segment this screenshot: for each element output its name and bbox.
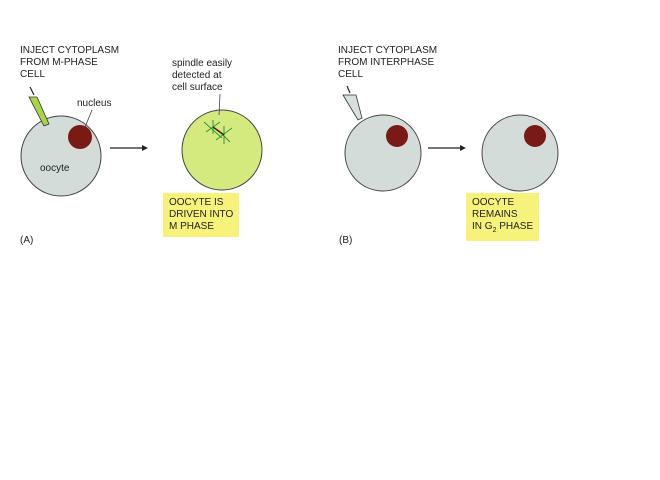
spindle-leader <box>218 93 221 116</box>
arrow-a-head <box>142 145 148 151</box>
nucleus-leader <box>84 109 93 128</box>
nucleus-b-before <box>386 125 408 147</box>
nucleus-label: nucleus <box>77 98 112 109</box>
pipette-b <box>342 94 363 121</box>
inject-arrow-a <box>29 86 35 96</box>
inject-arrow-b <box>346 85 351 94</box>
spindle-label: spindle easily detected at cell surface <box>172 58 233 93</box>
result-b-text-end: PHASE <box>496 221 534 232</box>
pipette-a <box>28 96 50 127</box>
inject-label-a: INJECT CYTOPLASM FROM M-PHASE CELL <box>20 45 120 80</box>
panel-label-b: (B) <box>339 235 353 246</box>
panel-label-a: (A) <box>20 235 34 246</box>
oocyte-b-before <box>344 114 422 192</box>
result-b-subscript: 2 <box>492 227 497 234</box>
oocyte-a-after <box>181 109 263 191</box>
spindle-icon <box>203 120 233 144</box>
result-box-b: OOCYTE REMAINS IN G2 PHASE <box>466 193 540 241</box>
nucleus-a <box>68 125 92 149</box>
inject-label-b: INJECT CYTOPLASM FROM INTERPHASE CELL <box>338 45 438 80</box>
result-b-text: OOCYTE REMAINS IN G <box>472 197 518 232</box>
oocyte-b-after <box>481 114 559 192</box>
arrow-b-head <box>460 145 466 151</box>
oocyte-label: oocyte <box>40 163 70 174</box>
nucleus-b-after <box>524 125 546 147</box>
oocyte-a-before <box>20 115 102 197</box>
result-box-a: OOCYTE IS DRIVEN INTO M PHASE <box>163 193 240 237</box>
